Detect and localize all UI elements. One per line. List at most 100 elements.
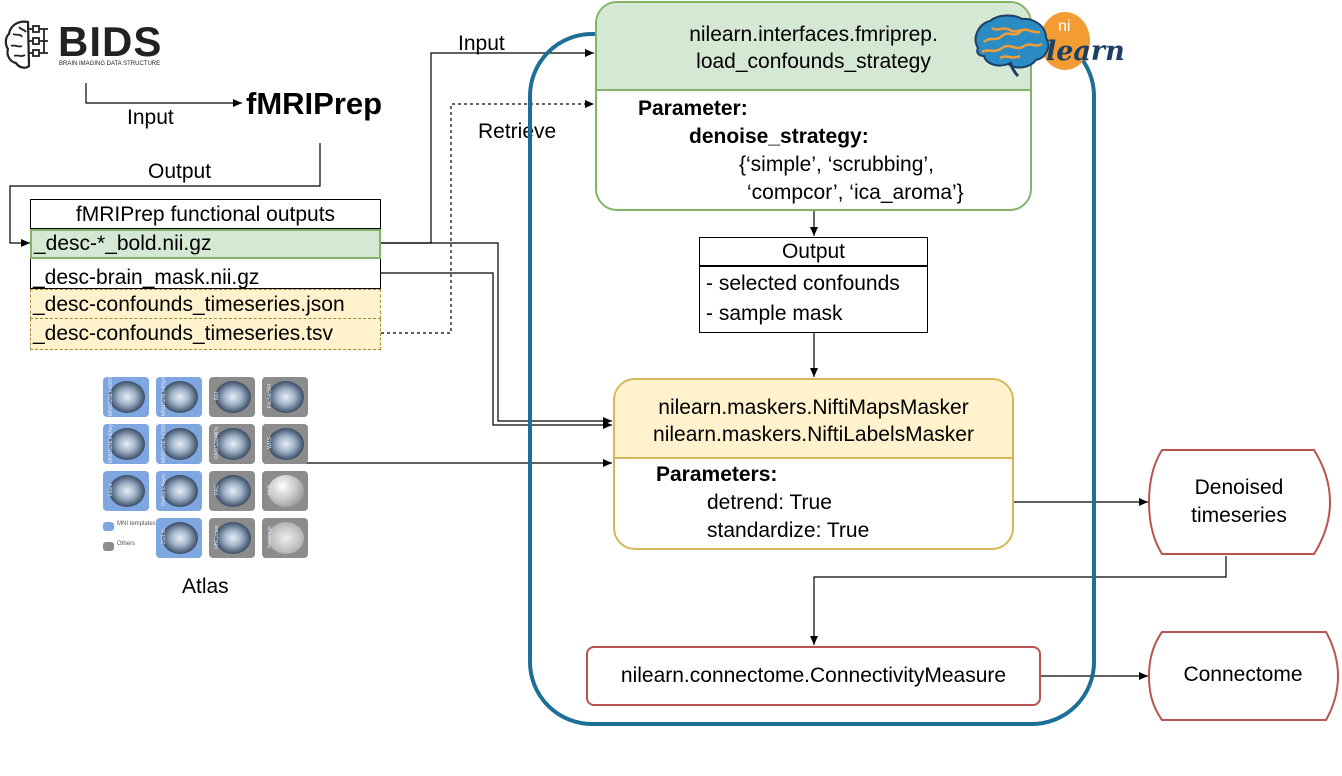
atlas-brain-image [109,475,145,507]
atlas-brain-image [162,428,198,460]
maskers-title: nilearn.maskers.NiftiMapsMasker nilearn.… [615,394,1012,448]
maskers-param-standardize: standardize: True [707,519,870,542]
atlas-brain-image [162,475,198,507]
connectivity-measure-box: nilearn.connectome.ConnectivityMeasure [586,646,1041,706]
atlas-tile: 152Lin [156,518,202,558]
atlas-brain-image [215,522,251,554]
fmriprep-outputs-table: fMRIPrep functional outputs _desc-*_bold… [30,199,381,350]
atlas-tile: fsLR [262,471,308,511]
edge-label-retrieve: Retrieve [478,120,557,143]
edge-label-output-fmriprep: Output [148,160,212,183]
output-box-divider [700,265,927,267]
output-row-confounds-json-text: _desc-confounds_timeseries.json [33,293,345,316]
arrow-mask-to-masker [381,272,612,429]
edge-label-input-nilearn: Input [458,32,505,55]
atlas-tile-label: Fischer344 [267,383,273,409]
atlas-tile: MNI152NLin2009cSym [156,424,202,464]
connectome-output: Connectome [1148,630,1340,724]
arrow-bold-to-masker [381,242,612,425]
atlas-tile: Fischer344 [262,377,308,417]
atlas-tile-label: MNI152NLin6Asym [108,424,114,463]
atlas-tile-label: fsaverage [267,526,273,548]
denoised-line2: timeseries [1191,504,1287,527]
nilearn-logo-suffix: learn [1046,36,1125,67]
atlas-brain-image [268,475,304,507]
connectivity-measure-label: nilearn.connectome.ConnectivityMeasure [620,664,1007,687]
fmriprep-outputs-title: fMRIPrep functional outputs [30,199,381,229]
atlas-brain-image [109,428,145,460]
scroll-shape [1148,449,1332,555]
atlas-tile: MNI152NLin6Asym [103,424,149,464]
legend-label: Others [117,541,136,547]
atlas-tile: NKI [209,377,255,417]
scroll-shape [1148,631,1340,721]
denoised-timeseries-output: Denoised timeseries [1148,448,1334,558]
atlas-tile: WHS [262,424,308,464]
atlas-tile-label: MNI152NLin6Sym [161,377,167,416]
bids-logo-text: BIDS [58,18,163,65]
output-row-confounds-json[interactable]: _desc-confounds_timeseries.json [30,289,381,319]
output-item-selected-confounds: - selected confounds [706,272,900,295]
output-row-bold[interactable]: _desc-*_bold.nii.gz [30,229,381,259]
atlas-tile: Infant [103,471,149,511]
legend-swatch-others [103,542,114,551]
atlas-tile: fsaverage [262,518,308,558]
output-row-confounds-tsv-text: _desc-confounds_timeseries.tsv [33,322,333,345]
output-row-brain-mask-text: _desc-brain_mask.nii.gz [33,266,260,289]
legend-swatch-mni [103,522,114,531]
atlas-tile-label: UNCInfant [214,525,220,549]
atlas-brain-image [268,381,304,413]
brain-icon [974,14,1050,78]
fmriprep-title: fMRIPrep [246,86,383,121]
output-row-confounds-tsv[interactable]: _desc-confounds_timeseries.tsv [30,319,381,350]
atlas-label: Atlas [182,575,229,598]
load-confounds-param-name: denoise_strategy: [689,125,869,148]
atlas-brain-image [268,428,304,460]
atlas-grid: MNI152NLin2009cAsym MNI152NLin6Sym NKI Fisc… [103,377,313,559]
output-row-bold-text: _desc-*_bold.nii.gz [34,232,212,255]
atlas-brain-image [215,381,251,413]
output-item-sample-mask: - sample mask [706,302,843,325]
atlas-tile-label: 152Lin [161,529,167,545]
maskers-card: nilearn.maskers.NiftiMapsMasker nilearn.… [613,378,1014,550]
atlas-brain-image [215,475,251,507]
maskers-header [615,380,1012,459]
atlas-tile: OASIS30ANTs [209,424,255,464]
atlas-tile-label: Infant [108,483,114,497]
nilearn-logo-prefix: ni [1058,18,1071,35]
output-box-title: Output [781,240,846,263]
output-box: Output - selected confounds - sample mas… [699,237,928,333]
atlas-brain-image [109,381,145,413]
nilearn-logo: ni learn [968,10,1125,80]
maskers-param-detrend: detrend: True [707,491,832,514]
output-row-brain-mask[interactable]: _desc-brain_mask.nii.gz [30,259,381,289]
load-confounds-card: nilearn.interfaces.fmriprep. load_confou… [595,1,1032,211]
fmriprep-outputs-title-text: fMRIPrep functional outputs [75,203,336,226]
atlas-tile-label: WHS [267,437,273,449]
legend-label: MNI templates [117,521,156,527]
atlas-tile-label: OASIS30ANTs [214,426,220,460]
connectome-label: Connectome [1183,663,1303,686]
brain-circuit-icon [4,20,48,69]
atlas-tile-label: fsLR [267,484,273,496]
atlas-tile-label: PediatricAsym [161,474,167,506]
bids-logo-subtext: BRAIN IMAGING DATA STRUCTURE [59,61,161,67]
atlas-brain-image [215,428,251,460]
arrow-denoised-to-connectivity [810,556,1227,645]
arrow-bids-to-fmriprep [85,83,242,107]
load-confounds-param-values-1: {‘simple’, ‘scrubbing’, [739,153,934,176]
denoised-line1: Denoised [1194,476,1284,499]
atlas-tile: MNI152NLin2009cAsym [103,377,149,417]
arrow-fmriprep-to-outputs [9,143,321,247]
atlas-tile-label: MNI152NLin2009cSym [161,424,167,463]
load-confounds-header [597,3,1030,91]
atlas-tile: PAC [209,471,255,511]
atlas-brain-image [162,381,198,413]
maskers-param-header: Parameters: [656,463,778,486]
atlas-tile-label: PAC [214,485,220,495]
atlas-tile: UNCInfant [209,518,255,558]
maskers-title-line1: nilearn.maskers.NiftiMapsMasker [658,396,969,419]
load-confounds-title-line1: nilearn.interfaces.fmriprep. [689,23,938,46]
load-confounds-title-line2: load_confounds_strategy [696,50,931,73]
